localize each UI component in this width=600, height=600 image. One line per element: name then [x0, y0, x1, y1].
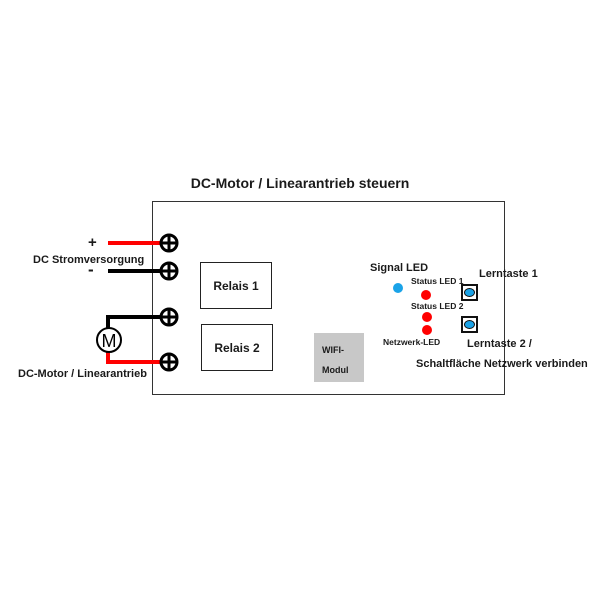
network-led [422, 325, 432, 335]
status-led-1-label: Status LED 1 [411, 276, 464, 286]
wifi-module-line2: Modul [322, 365, 349, 375]
learn-button-2-sublabel: Schaltfläche Netzwerk verbinden [416, 358, 588, 370]
motor-label: DC-Motor / Linearantrieb [18, 368, 147, 380]
relay-2: Relais 2 [201, 324, 273, 371]
relay-2-label: Relais 2 [214, 340, 260, 355]
diagram-title: DC-Motor / Linearantrieb steuern [190, 175, 410, 191]
status-led-1 [421, 290, 431, 300]
signal-led [393, 283, 403, 293]
power-supply-label: DC Stromversorgung [33, 254, 145, 266]
terminal-motor-1 [159, 307, 179, 327]
learn-button-1-label: Lerntaste 1 [479, 268, 538, 280]
motor-red-wire [106, 352, 166, 364]
status-led-2-label: Status LED 2 [411, 301, 464, 311]
wifi-module-line1: WIFI- [322, 345, 344, 355]
signal-led-label: Signal LED [370, 262, 429, 274]
wifi-module: WIFI- Modul [314, 333, 364, 382]
motor-symbol: M [102, 331, 117, 351]
learn-button-2[interactable] [461, 316, 478, 333]
button-cap-icon [464, 320, 475, 329]
minus-symbol: - [88, 260, 94, 279]
network-led-label: Netzwerk-LED [383, 337, 441, 347]
learn-button-1[interactable] [461, 284, 478, 301]
terminal-power-positive [159, 233, 179, 253]
controller-board [152, 201, 505, 395]
relay-1: Relais 1 [200, 262, 272, 309]
learn-button-2-label: Lerntaste 2 / [467, 338, 532, 350]
motor-black-wire [106, 315, 166, 328]
motor-icon [96, 327, 122, 353]
button-cap-icon [464, 288, 475, 297]
terminal-motor-2 [159, 352, 179, 372]
status-led-2 [422, 312, 432, 322]
relay-1-label: Relais 1 [213, 278, 259, 293]
plus-symbol: + [88, 234, 97, 251]
terminal-power-negative [159, 261, 179, 281]
